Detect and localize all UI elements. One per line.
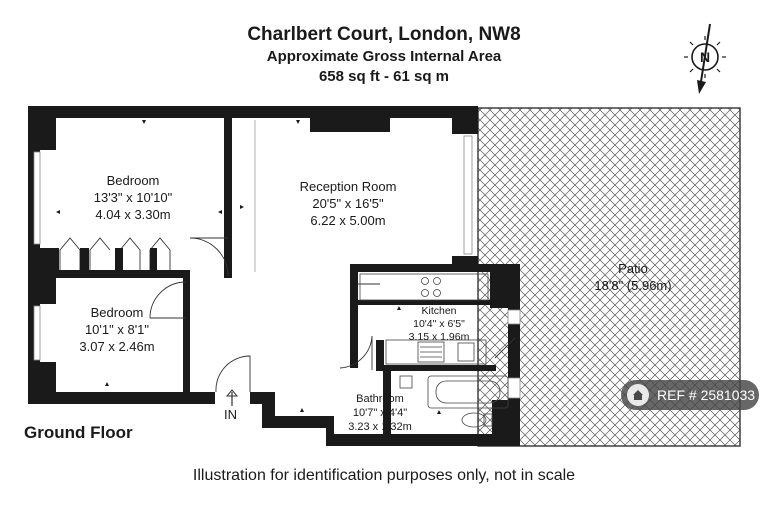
house-icon	[627, 384, 649, 406]
room-label-kitchen: Kitchen 10'4" x 6'5" 3.15 x 1.96m	[408, 305, 470, 343]
entrance-arrow-icon	[225, 389, 239, 406]
room-label-bedroom-2: Bedroom 10'1" x 8'1" 3.07 x 2.46m	[79, 305, 155, 354]
entrance-label: IN	[224, 407, 237, 422]
plan-area: 658 sq ft - 61 sq m	[318, 68, 450, 85]
room-label-bedroom-1: Bedroom 13'3" x 10'10" 4.04 x 3.30m	[93, 173, 173, 222]
footer-note: Illustration for identification purposes…	[192, 467, 576, 484]
plan-title: Charlbert Court, London, NW8	[247, 24, 521, 45]
reference-number: REF # 2581033	[657, 387, 756, 403]
compass-north-letter: N	[700, 49, 710, 65]
room-label-reception: Reception Room 20'5" x 16'5" 6.22 x 5.00…	[299, 179, 397, 228]
floor-label: Ground Floor	[24, 423, 133, 442]
windows	[33, 135, 521, 399]
bathroom-fittings	[399, 375, 509, 428]
room-label-patio: Patio 18'8" (5.96m)	[594, 261, 672, 293]
doors	[149, 120, 516, 393]
walls	[28, 106, 520, 446]
compass-icon: N	[684, 23, 726, 94]
kitchen-fittings	[359, 273, 489, 365]
room-label-bathroom: Bathroom 10'7" x 4'4" 3.23 x 1.32m	[348, 393, 412, 433]
dimension-markers	[56, 120, 441, 414]
reference-watermark: REF # 2581033	[621, 380, 759, 410]
plan-subtitle: Approximate Gross Internal Area	[266, 48, 502, 65]
wardrobe-dividers	[55, 248, 157, 270]
